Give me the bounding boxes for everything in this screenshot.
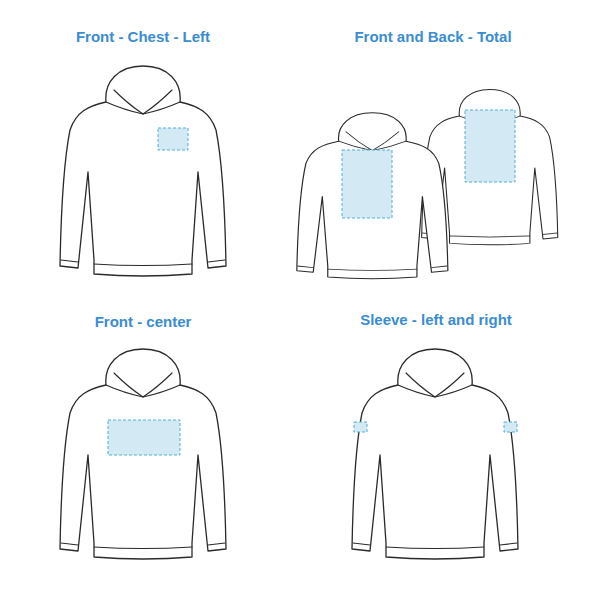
print-area [342, 150, 392, 218]
print-area [504, 422, 517, 432]
panel-title: Front and Back - Total [354, 28, 511, 46]
print-area [108, 420, 180, 455]
hoodie-front [352, 349, 518, 559]
panel-title: Sleeve - left and right [360, 311, 512, 329]
panel-title: Front - center [95, 313, 192, 331]
print-area [465, 110, 515, 182]
hoodie-front [297, 113, 448, 279]
print-area [354, 422, 367, 432]
print-area [158, 128, 188, 150]
hoodie-front [60, 66, 226, 276]
hoodie-front [60, 349, 226, 559]
panel-title: Front - Chest - Left [76, 28, 210, 46]
